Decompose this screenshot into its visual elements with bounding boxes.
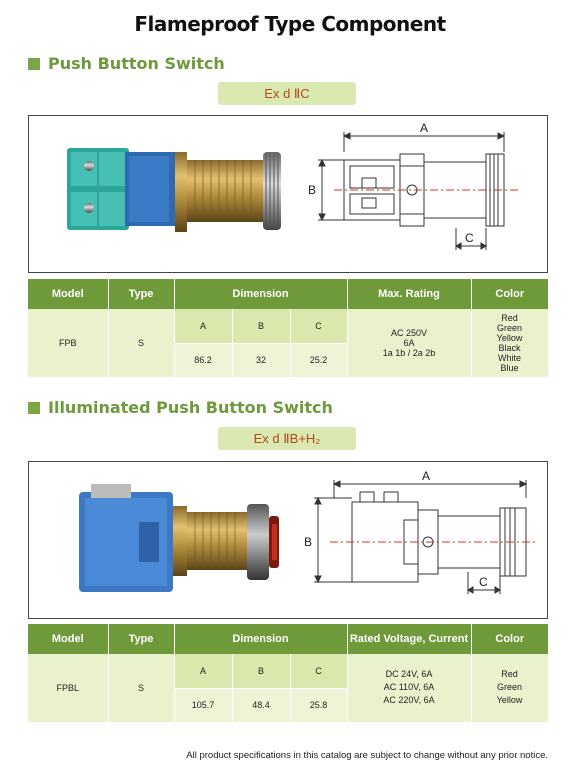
dim-value-c: 25.2 — [290, 343, 348, 378]
dim-header-c: C — [290, 654, 348, 689]
color-option: Yellow — [496, 695, 523, 706]
header-type: Type — [108, 624, 175, 654]
page-title: Flameproof Type Component — [134, 12, 446, 36]
section-heading-illuminated: Illuminated Push Button Switch — [28, 398, 333, 417]
product-image-panel: A B C — [28, 461, 548, 619]
header-color: Color — [471, 279, 548, 309]
ex-rating-badge: Ex d ⅡC — [218, 82, 356, 105]
illuminated-button-dimension-drawing: A B C — [304, 469, 536, 594]
dim-value-a: 86.2 — [174, 343, 233, 378]
footer-disclaimer: All product specifications in this catal… — [186, 750, 548, 761]
header-rating: Rated Voltage, Current — [347, 624, 472, 654]
header-model: Model — [28, 624, 109, 654]
rating-line: AC 250V — [390, 327, 428, 338]
dimension-label-a: A — [422, 469, 430, 483]
color-option: Yellow — [496, 332, 523, 343]
color-option: Blue — [500, 362, 519, 373]
dimension-label-c: C — [479, 575, 488, 589]
dimension-label-c: C — [465, 231, 474, 245]
push-button-dimension-drawing: A B C — [308, 121, 519, 250]
dim-header-a: A — [174, 309, 233, 344]
dim-header-a: A — [174, 654, 233, 689]
spec-table-illuminated: Model Type Dimension Rated Voltage, Curr… — [28, 624, 549, 723]
rating-line: AC 220V, 6A — [383, 695, 435, 706]
push-button-photo — [67, 148, 281, 232]
header-type: Type — [108, 279, 175, 309]
illuminated-button-photo — [79, 484, 279, 592]
section-title: Illuminated Push Button Switch — [48, 398, 333, 417]
section-marker-icon — [28, 57, 40, 70]
rating-line: 6A — [403, 337, 415, 348]
cell-model: FPB — [28, 309, 109, 378]
dim-value-b: 32 — [232, 343, 291, 378]
dim-value-a: 105.7 — [174, 688, 233, 723]
cell-model: FPBL — [28, 654, 109, 723]
header-dimension: Dimension — [174, 624, 348, 654]
spec-table-push-button: Model Type Dimension Max. Rating Color F… — [28, 279, 549, 378]
cell-type: S — [108, 309, 175, 378]
dim-header-b: B — [232, 654, 291, 689]
color-option: Green — [496, 682, 522, 693]
dimension-label-b: B — [308, 183, 316, 197]
rating-line: 1a 1b / 2a 2b — [382, 347, 436, 358]
rating-line: DC 24V, 6A — [385, 669, 433, 680]
dimension-label-b: B — [304, 535, 312, 549]
dimension-label-a: A — [420, 121, 428, 135]
dim-header-b: B — [232, 309, 291, 344]
color-option: Red — [501, 669, 518, 680]
color-option: Green — [496, 322, 522, 333]
header-model: Model — [28, 279, 109, 309]
color-option: White — [497, 352, 521, 363]
dim-header-c: C — [290, 309, 348, 344]
section-marker-icon — [28, 401, 40, 414]
header-color: Color — [471, 624, 548, 654]
cell-rating: AC 250V 6A 1a 1b / 2a 2b — [347, 309, 472, 378]
cell-colors: Red Green Yellow — [471, 654, 549, 723]
section-title: Push Button Switch — [48, 54, 225, 73]
product-image-panel: A B C — [28, 115, 548, 273]
ex-rating-badge: Ex d ⅡB+H₂ — [218, 427, 356, 450]
cell-rating: DC 24V, 6A AC 110V, 6A AC 220V, 6A — [347, 654, 472, 723]
dim-value-c: 25.8 — [290, 688, 348, 723]
dim-value-b: 48.4 — [232, 688, 291, 723]
header-dimension: Dimension — [174, 279, 348, 309]
cell-colors: Red Green Yellow Black White Blue — [471, 309, 549, 378]
section-heading-push-button: Push Button Switch — [28, 54, 225, 73]
color-option: Black — [498, 342, 521, 353]
rating-line: AC 110V, 6A — [383, 682, 435, 693]
cell-type: S — [108, 654, 175, 723]
header-rating: Max. Rating — [347, 279, 472, 309]
color-option: Red — [501, 312, 518, 323]
